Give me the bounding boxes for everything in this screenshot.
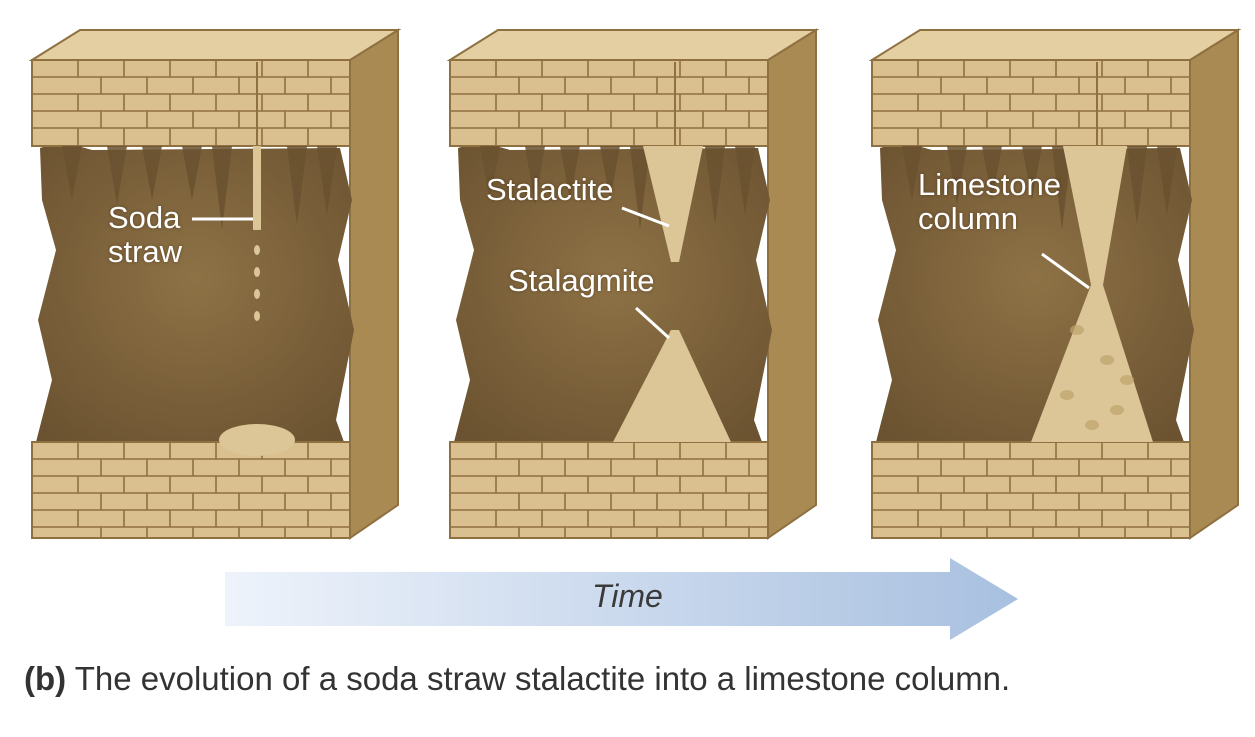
formation	[219, 146, 295, 456]
formation	[613, 146, 731, 442]
label-stalactite: Stalactite	[486, 172, 614, 207]
ceiling-rock-mortar	[450, 60, 768, 145]
right-arrow-icon	[225, 558, 1018, 640]
ceiling-stalactites	[480, 146, 755, 230]
floor-rock-fill	[449, 441, 769, 539]
figure-caption: (b) The evolution of a soda straw stalac…	[24, 660, 1010, 698]
ceiling-rock-mortar	[872, 60, 1190, 145]
water-drop	[254, 245, 260, 255]
floor-rock-mortar	[32, 442, 350, 538]
block-side-face	[1189, 28, 1239, 540]
cave-cavity	[36, 144, 354, 442]
label-column: column	[918, 201, 1018, 236]
block-top-face	[446, 29, 820, 61]
stalagmite-shape	[613, 330, 731, 442]
block-top-face	[868, 29, 1242, 61]
limestone-column-shape	[1031, 146, 1153, 442]
panel-limestone-column-stage	[868, 28, 1242, 540]
label-straw: straw	[108, 234, 183, 269]
ceiling-rock-fill	[871, 59, 1191, 147]
water-drop	[254, 289, 260, 299]
caption-tag: (b)	[24, 660, 67, 697]
block-top-face	[28, 29, 402, 61]
caption-text: The evolution of a soda straw stalactite…	[74, 660, 1011, 697]
label-soda-straw: Soda straw	[108, 201, 182, 269]
floor-rock-mortar	[450, 442, 768, 538]
water-drop	[254, 311, 260, 321]
column-texture	[1060, 325, 1134, 430]
stalactite-shape	[643, 146, 703, 262]
label-soda: Soda	[108, 200, 181, 235]
time-label: Time	[592, 578, 663, 614]
floor-rock-mortar	[872, 442, 1190, 538]
label-limestone-column: Limestone column	[918, 168, 1061, 236]
leader-limestone-column	[1041, 252, 1090, 290]
ceiling-rock-mortar	[32, 60, 350, 145]
ceiling-rock-fill	[449, 59, 769, 147]
leader-stalactite	[621, 206, 670, 228]
block-side-face	[349, 28, 399, 540]
ceiling-rock-fill	[31, 59, 351, 147]
small-mound	[219, 424, 295, 456]
label-limestone: Limestone	[918, 167, 1062, 202]
soda-straw-tube	[253, 146, 261, 230]
formation	[1031, 146, 1153, 442]
panel-stalactite-stalagmite-stage	[446, 28, 820, 540]
label-stalagmite: Stalagmite	[508, 263, 655, 298]
water-drop	[254, 267, 260, 277]
panel-soda-straw-stage	[28, 28, 402, 540]
floor-rock-fill	[871, 441, 1191, 539]
block-side-face	[767, 28, 817, 540]
ceiling-stalactites	[902, 146, 1177, 230]
leader-stalagmite	[634, 306, 671, 340]
floor-rock-fill	[31, 441, 351, 539]
ceiling-stalactites	[62, 146, 337, 230]
